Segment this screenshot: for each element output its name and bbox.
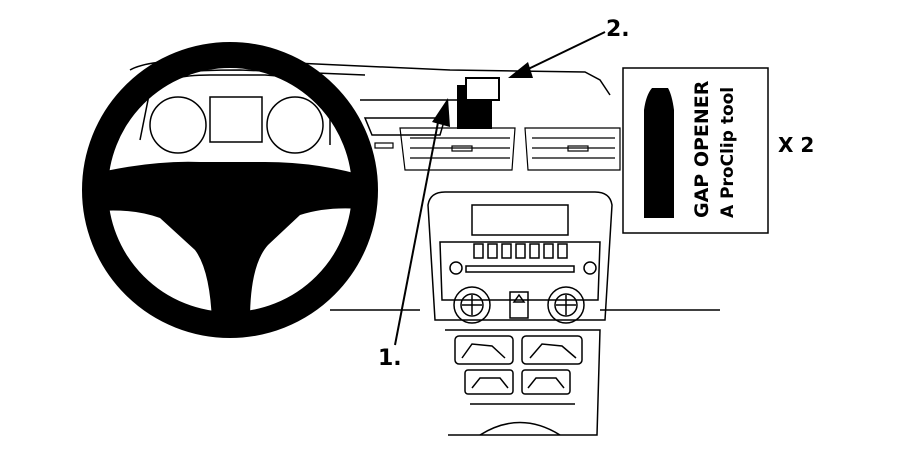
gap-opener-icon: [644, 88, 674, 218]
callout-step-2: 2.: [606, 17, 630, 42]
callout-leaders: [394, 31, 606, 346]
proclip-holder: [457, 77, 500, 129]
callout-step-1: 1.: [378, 346, 402, 371]
tool-title: GAP OPENER: [691, 80, 713, 218]
hvac-knob-left: [453, 286, 491, 324]
tool-subtitle: A ProClip tool: [718, 87, 738, 218]
hvac-knob-right: [547, 286, 585, 324]
gap-opener-card: GAP OPENER A ProClip tool: [622, 67, 769, 234]
steering-wheel-hub: [88, 161, 372, 322]
steering-wheel: [82, 42, 378, 338]
right-air-vent: [524, 127, 621, 171]
tool-quantity: X 2: [778, 133, 814, 157]
radio-buttons: [473, 243, 568, 259]
center-console: [427, 191, 613, 436]
